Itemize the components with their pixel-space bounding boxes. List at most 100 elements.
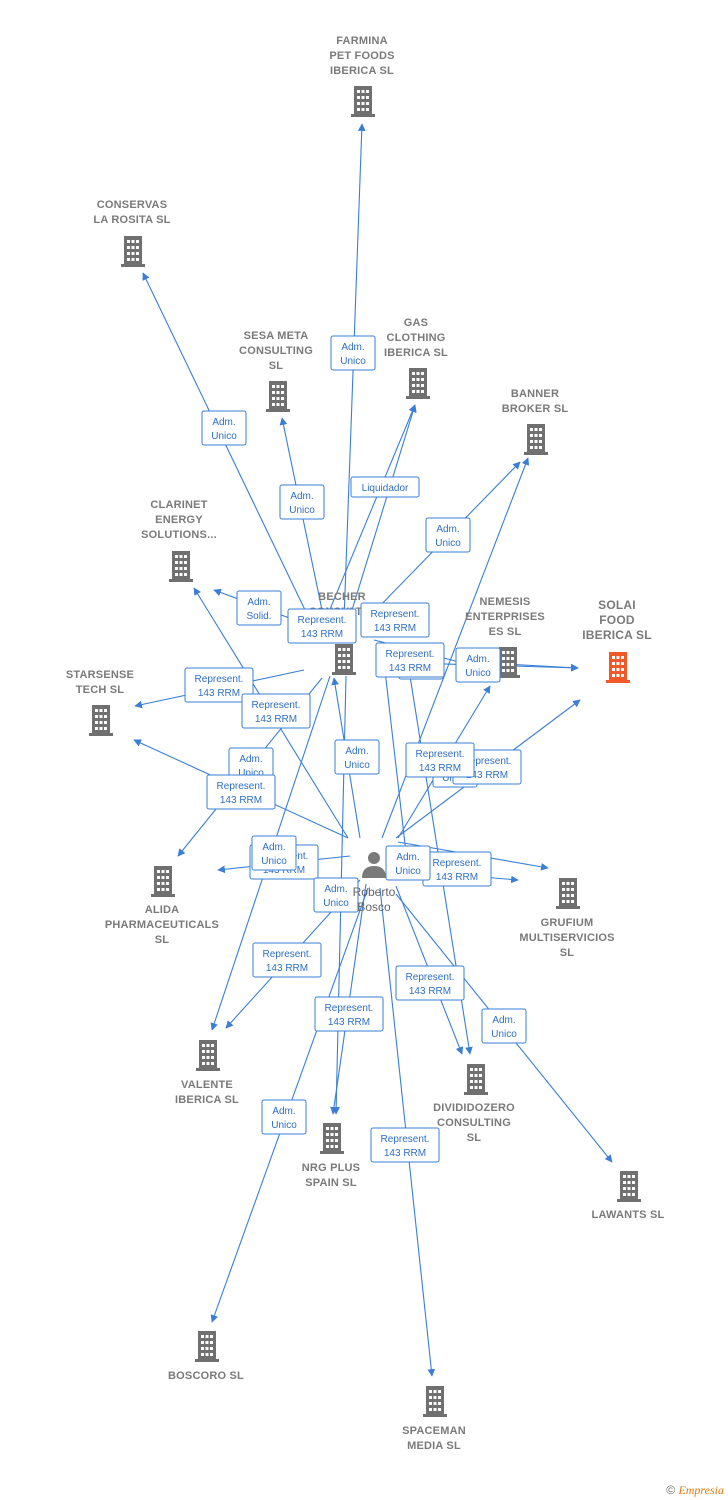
relation-label-frame <box>261 1099 307 1135</box>
relation-label-text: Unico <box>271 1120 297 1131</box>
relation-label-box[interactable]: Represent.143 RRM <box>395 965 465 1001</box>
company-name-line: PET FOODS <box>329 50 394 62</box>
relation-label-text: Represent. <box>217 781 266 792</box>
building-icon <box>351 86 375 117</box>
company-name-line: SPACEMAN <box>402 1425 466 1437</box>
building-icon <box>89 705 113 736</box>
building-icon <box>169 551 193 582</box>
relation-label-text: Represent. <box>386 649 435 660</box>
relation-label-box[interactable]: Liquidador <box>350 476 420 498</box>
relation-labels-layer: Adm.UnicoAdm.UnicoAdm.UnicoLiquidadorAdm… <box>184 335 527 1163</box>
relation-label-box[interactable]: Adm.Unico <box>385 845 431 881</box>
relation-label-box[interactable]: Represent.143 RRM <box>360 602 430 638</box>
building-icon <box>266 381 290 412</box>
relation-label-text: Adm. <box>341 342 364 353</box>
relation-label-text: Unico <box>211 431 237 442</box>
relation-label-frame <box>313 877 359 913</box>
relation-label-box[interactable]: Represent.143 RRM <box>184 667 254 703</box>
relation-label-box[interactable]: Adm.Unico <box>279 484 325 520</box>
company-name-line: SL <box>155 934 170 946</box>
company-name-line: TECH SL <box>76 684 125 696</box>
building-icon <box>524 424 548 455</box>
relation-label-box[interactable]: Represent.143 RRM <box>375 642 445 678</box>
company-node-boscoro[interactable]: BOSCORO SL <box>168 1331 244 1382</box>
relation-label-text: Unico <box>465 668 491 679</box>
relation-label-box[interactable]: Represent.143 RRM <box>241 693 311 729</box>
relation-label-text: Represent. <box>371 609 420 620</box>
company-name-line: FARMINA <box>336 35 388 47</box>
building-icon <box>617 1171 641 1202</box>
relation-label-box[interactable]: Adm.Unico <box>201 410 247 446</box>
relation-label-box[interactable]: Adm.Unico <box>228 747 274 783</box>
relation-label-box[interactable]: Adm. Unico <box>261 1099 307 1135</box>
relation-label-box[interactable]: Represent.143 RRM <box>370 1127 440 1163</box>
footer-credit[interactable]: © Empresia <box>666 1483 724 1498</box>
relation-label-text: 143 RRM <box>220 795 262 806</box>
relation-label-box[interactable]: Represent.143 RRM <box>422 851 492 887</box>
relation-label-box[interactable]: Adm.Unico <box>330 335 376 371</box>
relation-label-text: Represent. <box>416 749 465 760</box>
relation-label-text: Adm. <box>239 754 262 765</box>
relation-label-frame <box>251 835 297 871</box>
relation-label-text: Adm. <box>272 1106 295 1117</box>
building-icon <box>423 1386 447 1417</box>
company-node-clarinet[interactable]: CLARINETENERGYSOLUTIONS... <box>141 499 217 582</box>
relation-label-text: 143 RRM <box>419 763 461 774</box>
relation-label-frame <box>481 1008 527 1044</box>
relation-label-box[interactable]: Represent.143 RRM <box>252 942 322 978</box>
relation-label-frame <box>206 774 276 810</box>
person-icon-body <box>362 866 386 878</box>
relation-label-box[interactable]: Adm.Unico <box>481 1008 527 1044</box>
relation-label-text: 143 RRM <box>384 1148 426 1159</box>
relation-label-text: 143 RRM <box>409 986 451 997</box>
building-icon <box>464 1064 488 1095</box>
relation-label-text: 143 RRM <box>266 963 308 974</box>
building-icon <box>121 236 145 267</box>
relation-label-box[interactable]: Adm.Solid. <box>236 590 282 626</box>
relation-label-text: Represent. <box>463 756 512 767</box>
relation-label-frame <box>385 845 431 881</box>
company-name-line: IBERICA SL <box>384 347 448 359</box>
company-name-line: SL <box>269 360 284 372</box>
relation-label-text: Unico <box>344 760 370 771</box>
relation-label-box[interactable]: Represent.143 RRM <box>287 608 357 644</box>
relation-label-box[interactable]: Represent. 143 RRM <box>206 774 276 810</box>
relation-label-text: Represent. <box>195 674 244 685</box>
relation-label-frame <box>455 647 501 683</box>
relation-label-box[interactable]: Adm.Unico <box>334 739 380 775</box>
relation-label-text: Represent. <box>298 615 347 626</box>
relation-label-box[interactable]: Adm.Unico <box>313 877 359 913</box>
company-name-line: ENERGY <box>155 514 203 526</box>
company-node-lawants[interactable]: LAWANTS SL <box>592 1171 665 1221</box>
relation-label-text: Liquidador <box>362 483 409 494</box>
relation-label-text: 143 RRM <box>466 770 508 781</box>
relation-label-box[interactable]: Adm.Unico <box>455 647 501 683</box>
relation-label-frame <box>360 602 430 638</box>
relation-label-frame <box>425 517 471 553</box>
relation-label-box[interactable]: Adm.Unico <box>425 517 471 553</box>
company-name-line: CLARINET <box>150 499 207 511</box>
relation-label-frame <box>370 1127 440 1163</box>
building-icon <box>195 1331 219 1362</box>
relation-label-text: Adm. <box>247 597 270 608</box>
relation-label-box[interactable]: Represent. 143 RRM <box>405 742 475 778</box>
relation-label-text: 143 RRM <box>436 872 478 883</box>
relation-label-box[interactable]: Represent.143 RRM <box>314 996 384 1032</box>
relation-label-box[interactable]: Adm.Unico <box>251 835 297 871</box>
